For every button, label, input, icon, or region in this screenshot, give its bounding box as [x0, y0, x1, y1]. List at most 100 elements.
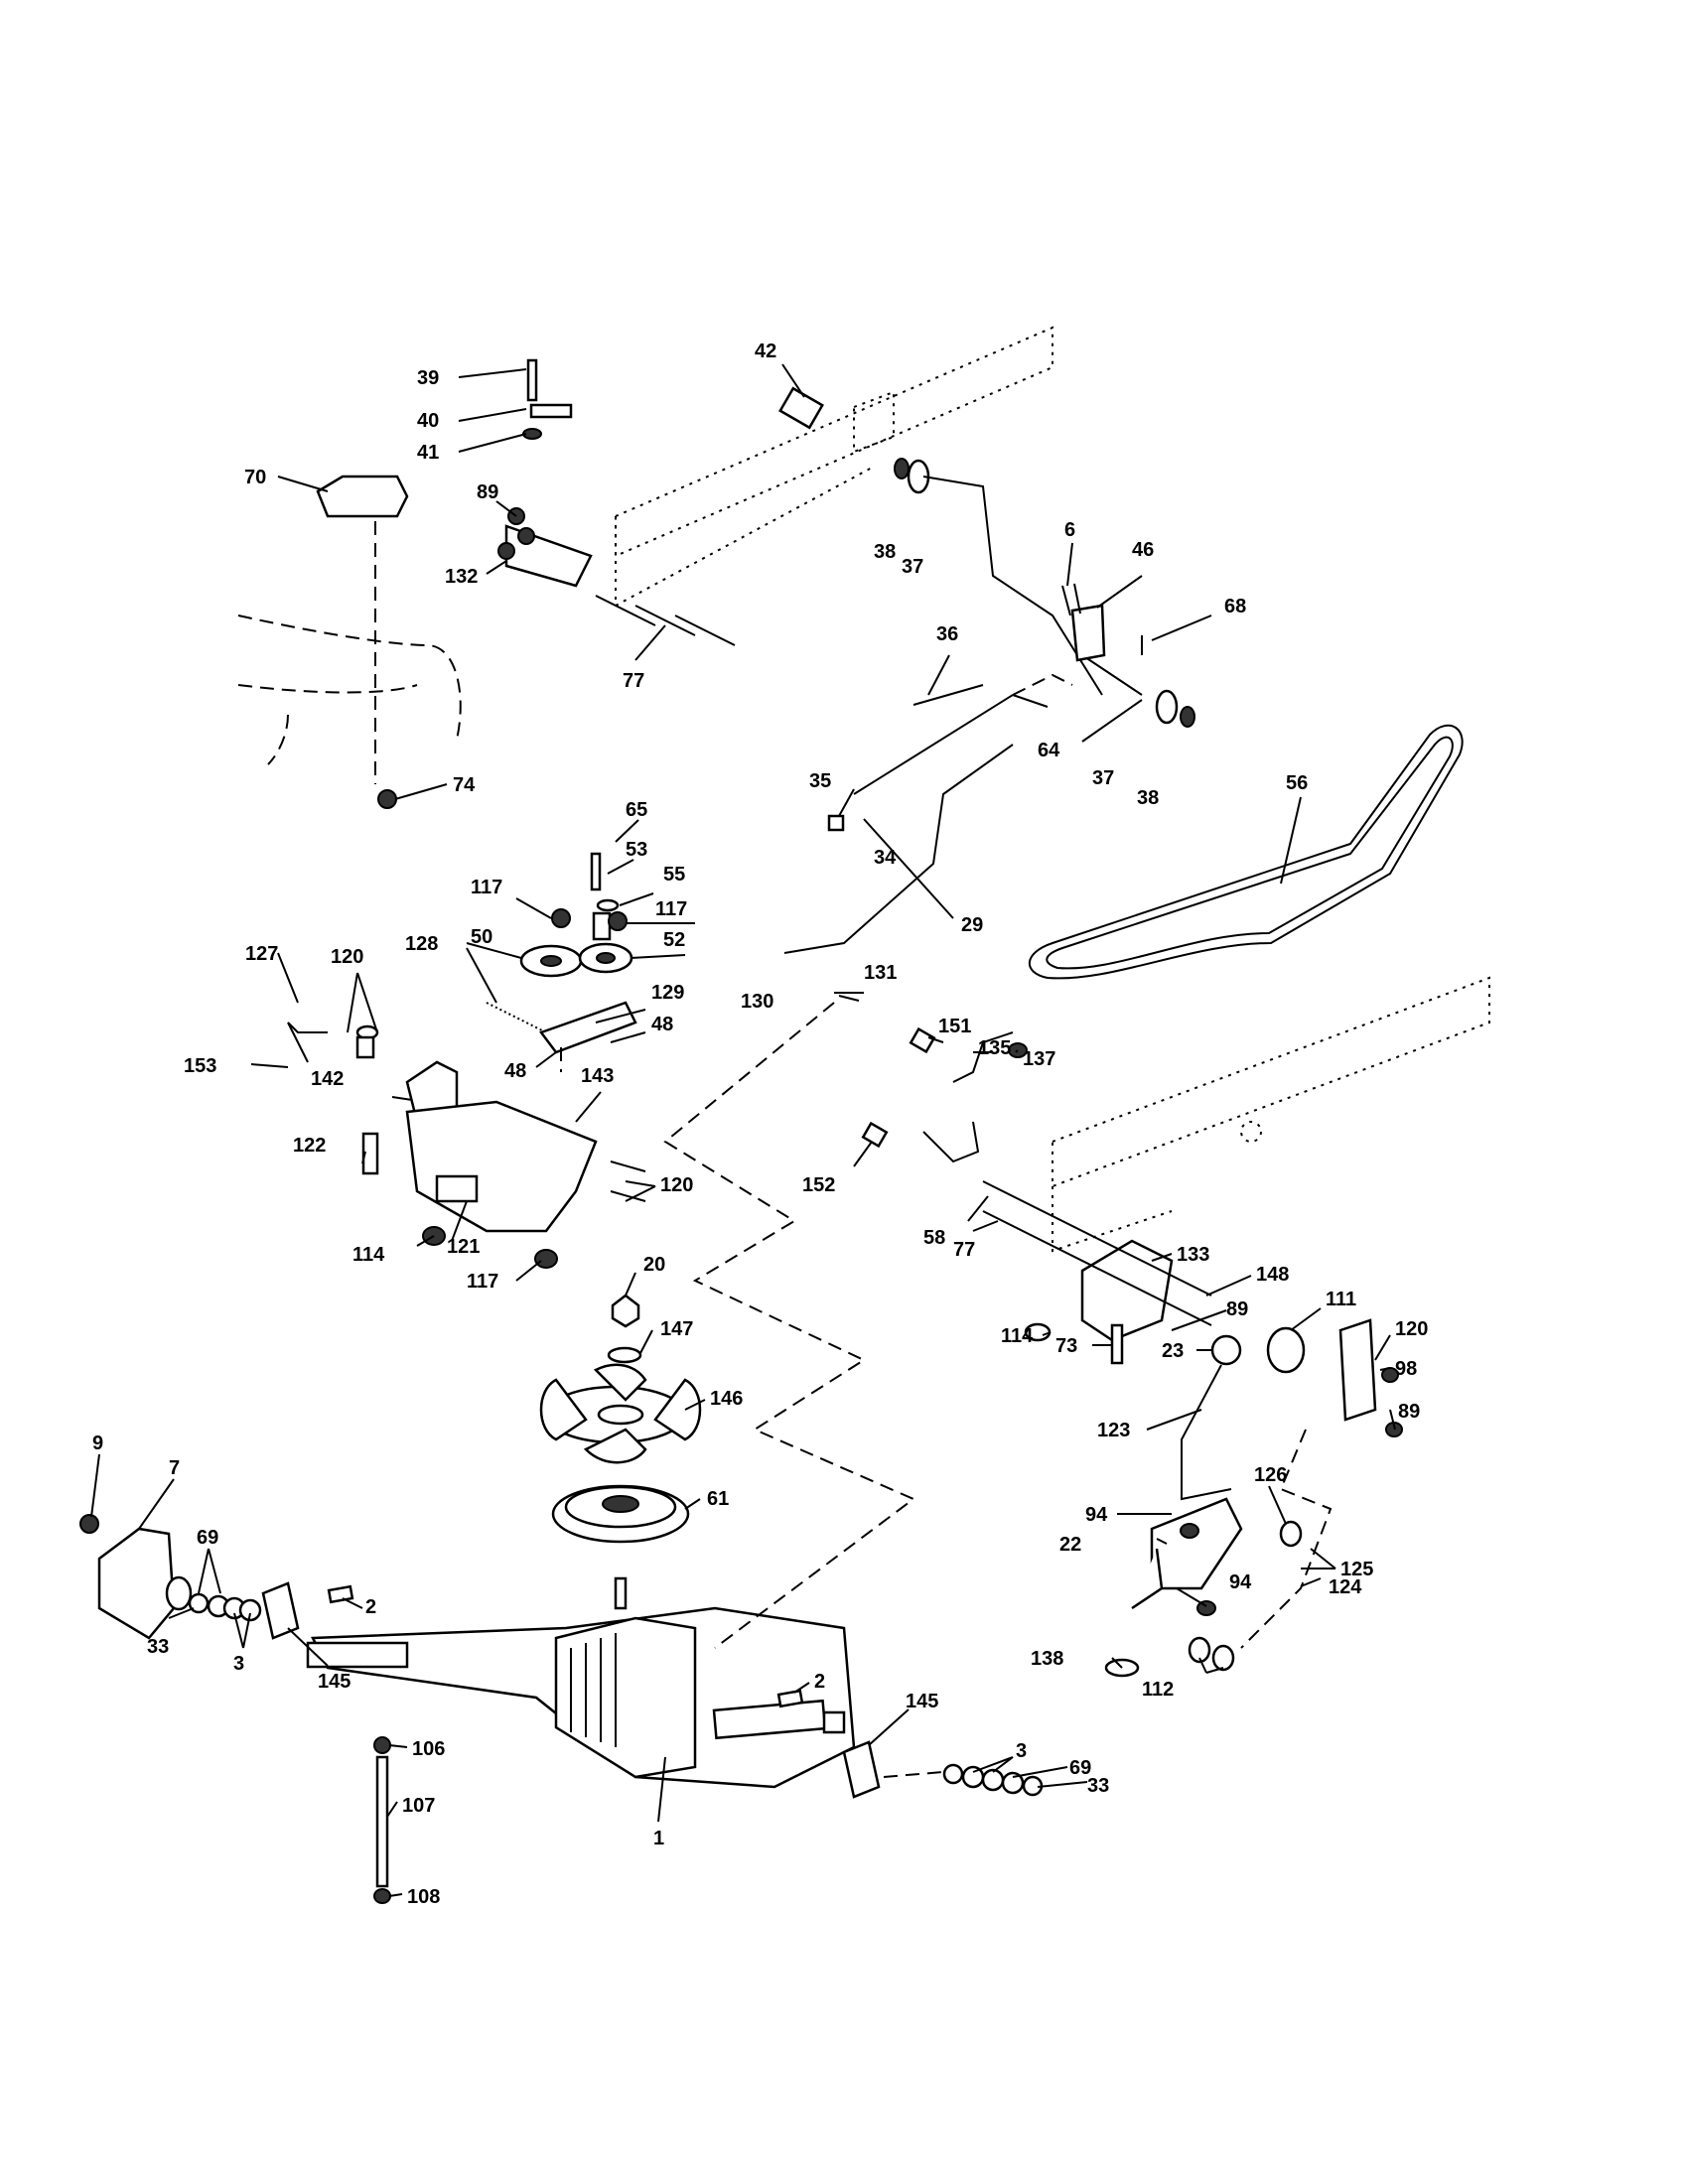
callout-29: 29	[961, 914, 983, 936]
callout-117b: 117	[655, 898, 687, 920]
callout-61: 61	[707, 1488, 729, 1510]
callout-33: 33	[147, 1636, 169, 1658]
callout-35: 35	[809, 770, 831, 792]
callout-122: 122	[293, 1135, 326, 1157]
callout-23: 23	[1162, 1340, 1184, 1362]
callout-145b: 145	[906, 1691, 938, 1712]
frame-rail-lower	[1052, 976, 1490, 1253]
callout-74: 74	[453, 774, 476, 796]
callout-148: 148	[1256, 1264, 1289, 1286]
lift-shaft-assembly	[778, 386, 1195, 728]
callout-131: 131	[864, 962, 897, 984]
callout-98: 98	[1395, 1358, 1417, 1380]
callout-125: 125	[1340, 1559, 1373, 1580]
shift-linkage	[861, 1026, 1403, 1678]
callout-111: 111	[1326, 1289, 1356, 1310]
callout-1: 1	[653, 1828, 664, 1849]
callout-89: 89	[477, 481, 498, 503]
callout-40: 40	[417, 410, 439, 432]
callout-70: 70	[244, 467, 266, 488]
callout-142: 142	[311, 1068, 344, 1090]
callout-22: 22	[1059, 1534, 1081, 1556]
callout-117c: 117	[467, 1271, 498, 1293]
wheel-hub-left	[79, 1514, 391, 1904]
callout-112: 112	[1142, 1679, 1174, 1701]
callout-38b: 38	[1137, 787, 1159, 809]
transmission-pulley	[551, 1484, 690, 1544]
idler-bracket-assembly	[287, 852, 646, 1269]
callout-3: 3	[233, 1653, 244, 1675]
callout-120b: 120	[660, 1174, 693, 1196]
callout-153: 153	[184, 1055, 216, 1077]
callout-50: 50	[471, 926, 492, 948]
callout-89c: 89	[1398, 1401, 1420, 1423]
callout-68: 68	[1224, 596, 1246, 617]
cooling-fan	[539, 1363, 702, 1464]
control-rods	[783, 673, 1073, 954]
callout-145: 145	[318, 1671, 351, 1693]
callout-34: 34	[874, 847, 897, 869]
fender-outline	[237, 614, 462, 765]
callout-2b: 2	[814, 1671, 825, 1693]
callout-42: 42	[755, 341, 776, 362]
callout-128: 128	[405, 933, 438, 955]
callout-114b: 114	[1001, 1325, 1034, 1347]
callout-55: 55	[663, 864, 685, 886]
callout-126: 126	[1254, 1464, 1287, 1486]
callout-124: 124	[1329, 1576, 1362, 1598]
callout-9: 9	[92, 1433, 103, 1454]
callout-2: 2	[365, 1596, 376, 1618]
callout-120c: 120	[1395, 1318, 1428, 1340]
callout-94b: 94	[1229, 1571, 1252, 1593]
callout-7: 7	[169, 1457, 180, 1479]
callout-53: 53	[626, 839, 647, 861]
seat-bracket-parts	[316, 358, 736, 809]
callout-41: 41	[417, 442, 439, 464]
callout-20: 20	[643, 1254, 665, 1276]
callout-108: 108	[407, 1886, 440, 1908]
callout-6: 6	[1064, 519, 1075, 541]
callout-77: 77	[623, 670, 644, 692]
callout-106: 106	[412, 1738, 445, 1760]
callout-138: 138	[1031, 1648, 1063, 1670]
callout-46: 46	[1132, 539, 1154, 561]
callout-69: 69	[197, 1527, 218, 1549]
callout-107: 107	[402, 1795, 435, 1817]
callout-117: 117	[471, 877, 502, 898]
callout-69b: 69	[1069, 1757, 1091, 1779]
callout-73: 73	[1055, 1335, 1077, 1357]
callout-89b: 89	[1226, 1298, 1248, 1320]
callout-94: 94	[1085, 1504, 1108, 1526]
callout-152: 152	[802, 1174, 835, 1196]
callout-123: 123	[1097, 1420, 1130, 1441]
callout-65: 65	[626, 799, 647, 821]
callout-130: 130	[741, 991, 773, 1013]
callout-56: 56	[1286, 772, 1308, 794]
axle-parts-right	[776, 1689, 1044, 1799]
callout-129: 129	[651, 982, 684, 1004]
callout-48: 48	[651, 1014, 673, 1035]
callout-121: 121	[447, 1236, 480, 1258]
callout-36: 36	[936, 623, 958, 645]
frame-rail-upper	[615, 326, 1053, 608]
callout-37b: 37	[1092, 767, 1114, 789]
callout-77b: 77	[953, 1239, 975, 1261]
callout-39: 39	[417, 367, 439, 389]
callout-120: 120	[331, 946, 363, 968]
callout-147: 147	[660, 1318, 693, 1340]
drive-belt	[1028, 724, 1464, 980]
callout-labels: 39 40 41 42 70 89 132 77 38 37 6 46 68 3…	[90, 341, 1428, 1908]
callout-3b: 3	[1016, 1740, 1027, 1762]
callout-114: 114	[352, 1244, 385, 1266]
callout-137: 137	[1023, 1048, 1055, 1070]
callout-133: 133	[1177, 1244, 1209, 1266]
callout-38: 38	[874, 541, 896, 563]
callout-132: 132	[445, 566, 478, 588]
callout-143: 143	[581, 1065, 614, 1087]
connection-lines	[560, 1002, 915, 1649]
callout-135: 135	[978, 1037, 1011, 1059]
callout-48b: 48	[504, 1060, 526, 1082]
callout-33b: 33	[1087, 1775, 1109, 1797]
callout-58: 58	[923, 1227, 945, 1249]
